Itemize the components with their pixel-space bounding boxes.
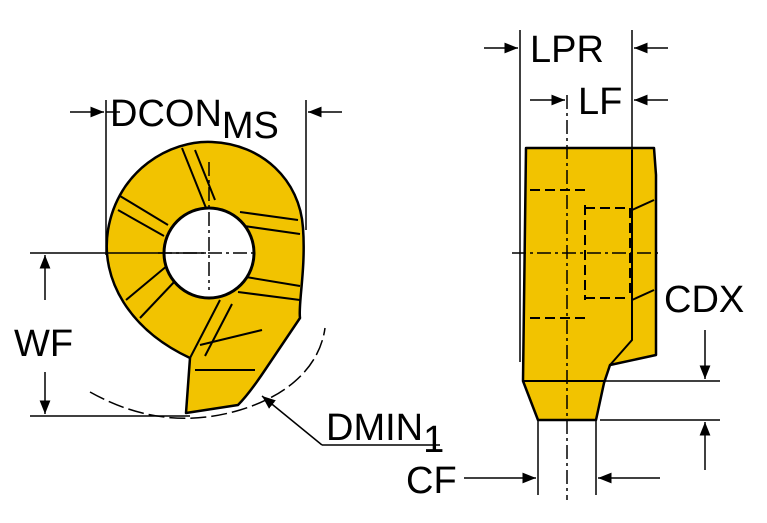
cdx-dimension: CDX [600,279,744,470]
center-lines-side [512,95,662,420]
dmin-arc [89,327,326,420]
dcon-dimension: DCONMS [70,93,342,255]
wf-label: WF [14,323,73,365]
lpr-label: LPR [530,29,604,71]
insert-front-view [89,140,326,420]
cf-label: CF [406,460,457,502]
lf-dimension: LF [530,81,668,123]
cf-dimension: CF [406,420,660,502]
lpr-dimension: LPR [484,29,668,362]
profile-lines [523,150,655,382]
insert-side-view [512,95,662,500]
center-lines-front [158,162,258,290]
insert-grooves [117,147,301,371]
insert-side-body [521,146,658,422]
lf-label: LF [578,81,622,123]
dmin-dimension: DMIN1 [261,395,444,461]
wf-dimension: WF [14,252,206,417]
cdx-label: CDX [664,279,744,321]
dmin-label: DMIN1 [326,407,444,461]
dcon-label: DCONMS [110,93,279,147]
